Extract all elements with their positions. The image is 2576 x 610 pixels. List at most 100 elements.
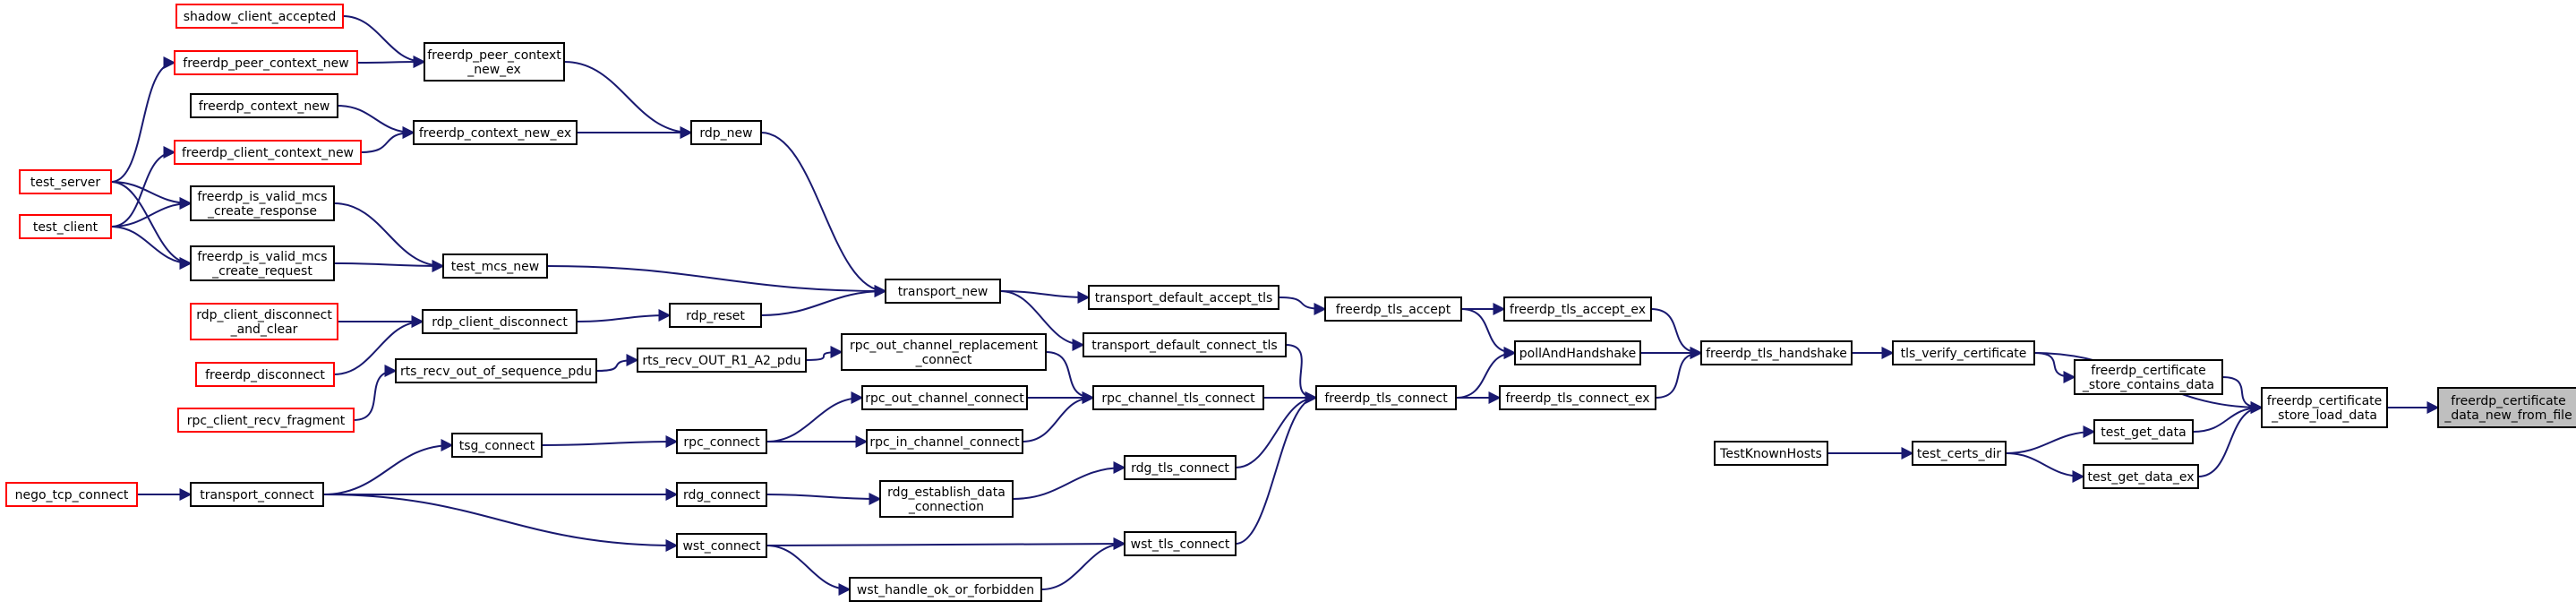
node-label: _data_new_from_file xyxy=(2443,408,2572,423)
node-box xyxy=(1124,455,1237,480)
node-tls-accept-ex[interactable]: freerdp_tls_accept_ex xyxy=(1503,296,1652,322)
node-tsg-connect[interactable]: tsg_connect xyxy=(451,433,543,458)
node-label: wst_connect xyxy=(682,539,761,554)
node-box xyxy=(841,333,1047,371)
edge-transport_new-to-transport_default_accept_tls xyxy=(999,290,1091,304)
node-box xyxy=(19,214,112,239)
node-tls-accept[interactable]: freerdp_tls_accept xyxy=(1324,296,1462,322)
node-freerdp-is-valid-mcs-create-request[interactable]: freerdp_is_valid_mcs_create_request xyxy=(190,245,335,281)
edge-test_client-to-freerdp_client_context_new xyxy=(110,146,176,228)
node-label: wst_tls_connect xyxy=(1131,537,1230,552)
node-test-get-data[interactable]: test_get_data xyxy=(2093,419,2194,444)
node-rpc-client-recv-fragment[interactable]: rpc_client_recv_fragment xyxy=(177,408,355,433)
node-rdg-connect[interactable]: rdg_connect xyxy=(676,482,767,507)
node-label: test_certs_dir xyxy=(1917,447,2002,461)
node-box xyxy=(1499,385,1656,410)
node-box xyxy=(1088,285,1279,310)
node-transport-default-accept-tls[interactable]: transport_default_accept_tls xyxy=(1088,285,1279,310)
node-label: TestKnownHosts xyxy=(1719,447,1822,461)
node-wst-connect[interactable]: wst_connect xyxy=(676,533,767,558)
node-test-server[interactable]: test_server xyxy=(19,169,112,194)
node-transport-default-connect-tls[interactable]: transport_default_connect_tls xyxy=(1083,332,1287,357)
node-rdp-client-disconnect[interactable]: rdp_client_disconnect xyxy=(422,309,578,334)
node-shadow-client-accepted[interactable]: shadow_client_accepted xyxy=(175,4,344,29)
node-box xyxy=(174,50,358,75)
node-pollAndHandshake[interactable]: pollAndHandshake xyxy=(1514,340,1641,365)
edge-freerdp_disconnect-to-rdp_client_disconnect xyxy=(333,315,424,375)
edge-store_contains-to-store_load xyxy=(2221,376,2264,414)
node-rpc-in-channel-connect[interactable]: rpc_in_channel_connect xyxy=(866,429,1023,454)
node-nego-tcp-connect[interactable]: nego_tcp_connect xyxy=(5,482,138,507)
node-label: rdg_establish_data xyxy=(887,485,1006,500)
edge-tls_verify-to-store_contains xyxy=(2033,352,2076,383)
node-box xyxy=(1514,340,1641,365)
node-rdg-tls-connect[interactable]: rdg_tls_connect xyxy=(1124,455,1237,480)
edge-rdg_connect-to-rdg_establish_data_connection xyxy=(766,492,882,505)
node-TestKnownHosts[interactable]: TestKnownHosts xyxy=(1714,441,1828,466)
node-rpc-channel-tls-connect[interactable]: rpc_channel_tls_connect xyxy=(1092,385,1264,410)
node-freerdp-disconnect[interactable]: freerdp_disconnect xyxy=(195,362,335,387)
node-box xyxy=(424,42,565,82)
node-rpc-out-channel-connect[interactable]: rpc_out_channel_connect xyxy=(861,385,1028,410)
node-store-contains[interactable]: freerdp_certificate_store_contains_data xyxy=(2074,359,2223,395)
node-freerdp-context-new-ex[interactable]: freerdp_context_new_ex xyxy=(413,120,578,145)
node-label: test_get_data_ex xyxy=(2087,470,2194,485)
node-box xyxy=(190,245,335,281)
node-store-load[interactable]: freerdp_certificate_store_load_data xyxy=(2261,387,2388,428)
node-freerdp-peer-context-new-ex[interactable]: freerdp_peer_context_new_ex xyxy=(424,42,565,82)
node-test-mcs-new[interactable]: test_mcs_new xyxy=(442,253,548,279)
node-rpc-connect[interactable]: rpc_connect xyxy=(676,429,767,454)
edge-test_get_data-to-store_load xyxy=(2192,401,2264,433)
edge-test_certs_dir-to-test_get_data xyxy=(2005,425,2096,454)
node-root[interactable]: freerdp_certificate_data_new_from_file xyxy=(2437,387,2576,428)
node-tls-connect[interactable]: freerdp_tls_connect xyxy=(1315,385,1457,410)
node-tls-handshake[interactable]: freerdp_tls_handshake xyxy=(1700,340,1853,365)
node-tls-connect-ex[interactable]: freerdp_tls_connect_ex xyxy=(1499,385,1656,410)
node-rdp-new[interactable]: rdp_new xyxy=(690,120,762,145)
node-wst-tls-connect[interactable]: wst_tls_connect xyxy=(1124,531,1237,556)
node-label: _store_contains_data xyxy=(2082,378,2214,392)
node-box xyxy=(690,120,762,145)
node-transport-new[interactable]: transport_new xyxy=(885,279,1001,304)
node-box xyxy=(885,279,1001,304)
edges-layer xyxy=(110,15,2440,596)
node-test-client[interactable]: test_client xyxy=(19,214,112,239)
node-box xyxy=(669,303,762,328)
edge-tls_connect-to-pollAndHandshake xyxy=(1455,347,1517,399)
node-freerdp-is-valid-mcs-create-response[interactable]: freerdp_is_valid_mcs_create_response xyxy=(190,185,335,221)
node-label: rpc_out_channel_connect xyxy=(865,391,1024,406)
node-box xyxy=(19,169,112,194)
node-label: _create_response xyxy=(207,204,317,219)
node-rdp-reset[interactable]: rdp_reset xyxy=(669,303,762,328)
node-box xyxy=(1124,531,1237,556)
node-rpc-out-channel-replacement-connect[interactable]: rpc_out_channel_replacement_connect xyxy=(841,333,1047,371)
node-wst-handle-ok-or-forbidden[interactable]: wst_handle_ok_or_forbidden xyxy=(849,577,1042,602)
node-transport-connect[interactable]: transport_connect xyxy=(190,482,324,507)
node-freerdp-peer-context-new[interactable]: freerdp_peer_context_new xyxy=(174,50,358,75)
edge-transport_connect-to-wst_connect xyxy=(322,494,679,552)
node-label: freerdp_certificate xyxy=(2267,394,2383,408)
node-tls-verify[interactable]: tls_verify_certificate xyxy=(1892,340,2035,365)
node-label: freerdp_peer_context_new xyxy=(183,56,348,71)
edge-freerdp_peer_context_new_ex-to-rdp_new xyxy=(563,61,693,139)
node-rts-recv-out-of-sequence-pdu[interactable]: rts_recv_out_of_sequence_pdu xyxy=(395,358,597,383)
node-freerdp-context-new[interactable]: freerdp_context_new xyxy=(190,93,338,118)
node-box xyxy=(676,533,767,558)
node-freerdp-client-context-new[interactable]: freerdp_client_context_new xyxy=(174,140,362,165)
node-rts-recv-OUT-R1-A2-pdu[interactable]: rts_recv_OUT_R1_A2_pdu xyxy=(637,348,807,373)
node-rdg-establish-data-connection[interactable]: rdg_establish_data_connection xyxy=(879,480,1014,518)
node-test-certs-dir[interactable]: test_certs_dir xyxy=(1912,441,2007,466)
node-rdp-client-disconnect-and-clear[interactable]: rdp_client_disconnect_and_clear xyxy=(190,303,338,340)
node-box xyxy=(2093,419,2194,444)
node-label: test_client xyxy=(33,220,98,235)
node-label: freerdp_tls_accept xyxy=(1336,303,1451,317)
node-box xyxy=(395,358,597,383)
node-box xyxy=(451,433,543,458)
node-box xyxy=(190,185,335,221)
edge-test_certs_dir-to-test_get_data_ex xyxy=(2005,452,2085,483)
node-label: wst_handle_ok_or_forbidden xyxy=(857,583,1034,597)
node-test-get-data-ex[interactable]: test_get_data_ex xyxy=(2083,464,2199,489)
node-box xyxy=(1083,332,1287,357)
node-label: rpc_client_recv_fragment xyxy=(187,414,346,428)
